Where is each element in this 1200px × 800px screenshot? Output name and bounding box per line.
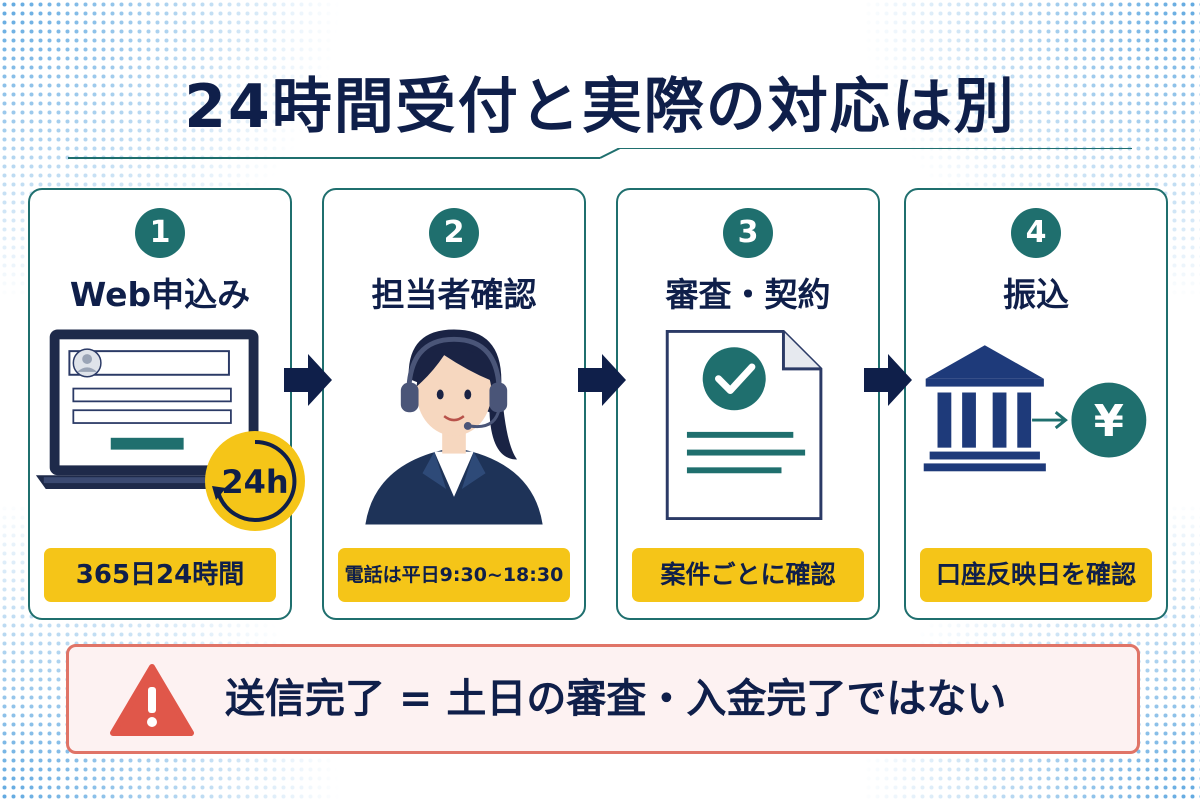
- 24h-label: 24h: [221, 463, 288, 501]
- step-card-review-contract: 3 審査・契約 案件ごとに確認: [616, 188, 880, 620]
- bank-transfer-icon: ¥: [923, 345, 1147, 472]
- step-tag: 365日24時間: [44, 548, 276, 602]
- step-number: 4: [1011, 208, 1061, 258]
- step-number: 1: [135, 208, 185, 258]
- step-tag: 案件ごとに確認: [632, 548, 864, 602]
- flow-arrow-icon: [864, 354, 912, 406]
- step-number: 3: [723, 208, 773, 258]
- step-title: Web申込み: [69, 275, 251, 314]
- step-title: 担当者確認: [371, 275, 537, 314]
- step-title: 振込: [1003, 275, 1069, 314]
- headset-operator-icon: [365, 329, 543, 525]
- title-divider: [68, 148, 1132, 159]
- page-title: 24時間受付と実際の対応は別: [184, 72, 1016, 142]
- warning-text: 送信完了 = 土日の審査・入金完了ではない: [225, 676, 1007, 722]
- step-number: 2: [429, 208, 479, 258]
- step-title: 審査・契約: [665, 275, 831, 314]
- step-tag: 口座反映日を確認: [920, 548, 1152, 602]
- flow-arrow-icon: [578, 354, 626, 406]
- yen-symbol: ¥: [1094, 397, 1124, 447]
- warning-banner: 送信完了 = 土日の審査・入金完了ではない: [66, 644, 1140, 754]
- 24h-clock-badge: 24h: [205, 431, 305, 531]
- step-card-staff-confirmation: 2 担当者確認 電話は平日9:30~18:30: [322, 188, 586, 620]
- laptop-form-icon: [35, 329, 273, 490]
- warning-triangle-icon: [110, 664, 194, 736]
- step-tag: 電話は平日9:30~18:30: [338, 548, 570, 602]
- document-check-icon: [665, 329, 823, 521]
- flow-arrow-icon: [284, 354, 332, 406]
- step-card-web-application: 1 Web申込み 24h 365日24時間: [28, 188, 305, 620]
- step-card-transfer: 4 振込 ¥ 口座反映日を確認: [904, 188, 1168, 620]
